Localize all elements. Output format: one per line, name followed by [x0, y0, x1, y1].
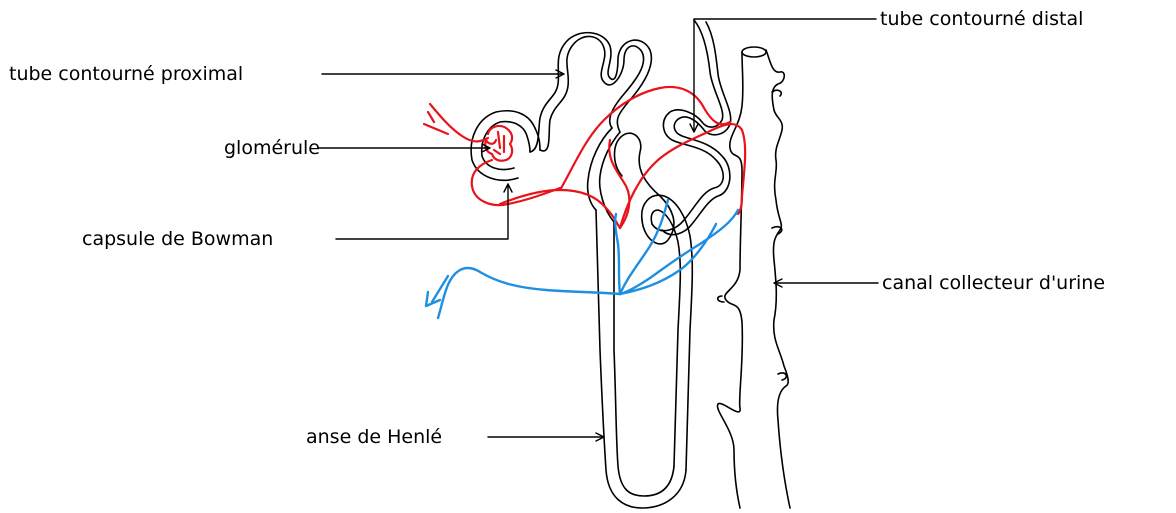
duct-branch	[718, 296, 724, 302]
pointer-proximal-tubule	[322, 70, 564, 78]
pointer-loop-of-henle	[488, 433, 604, 441]
label-collecting-duct: canal collecteur d'urine	[882, 271, 1105, 295]
collecting-duct-top	[742, 47, 766, 57]
nephron-structure	[471, 20, 790, 508]
afferent-arteriole	[430, 104, 488, 142]
duct-branch	[772, 90, 781, 96]
pointer-lines	[318, 19, 878, 441]
label-distal-tubule: tube contourné distal	[880, 7, 1083, 31]
afferent-arrow-head	[424, 112, 448, 134]
henle-descending-inner	[614, 222, 674, 496]
label-bowman-capsule: capsule de Bowman	[82, 227, 273, 251]
glomerular-tuft	[485, 126, 512, 161]
label-glomerulus: glomérule	[224, 136, 320, 160]
pointer-collecting-duct	[774, 279, 878, 287]
distal-loop-outer	[615, 133, 674, 244]
label-proximal-tubule: tube contourné proximal	[9, 62, 243, 86]
henle-descending-outer	[596, 210, 686, 508]
tubule-connection-outer	[588, 128, 612, 210]
pointer-glomerulus	[318, 144, 490, 152]
henle-ascending-inner	[651, 210, 680, 466]
renal-vein	[438, 268, 620, 318]
duct-branch	[778, 373, 786, 380]
pointer-bowman-capsule	[336, 184, 512, 239]
label-loop-of-henle: anse de Henlé	[306, 425, 442, 449]
henle-ascending-outer	[642, 195, 693, 470]
collecting-duct-right	[766, 50, 790, 508]
